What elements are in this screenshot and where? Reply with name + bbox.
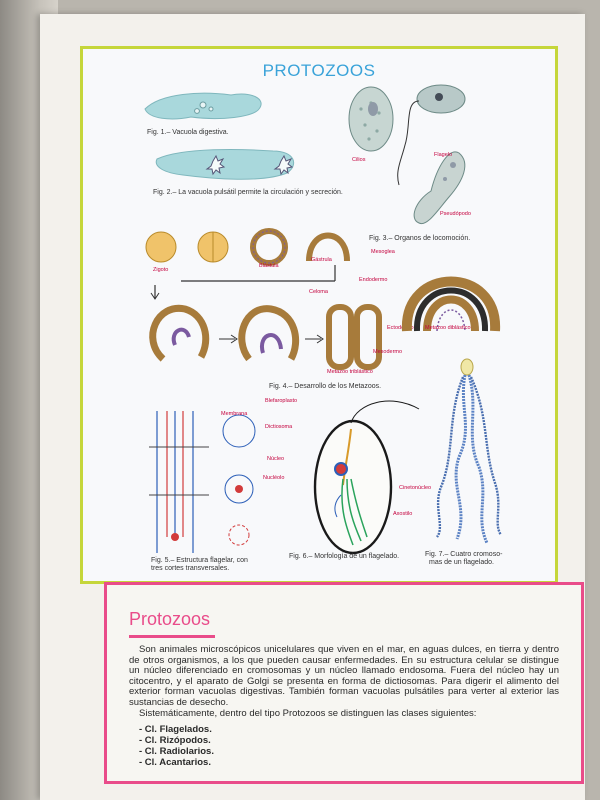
label-metazoo-diblastico: Metazoo diblástico — [425, 325, 471, 331]
fig1-caption: Fig. 1.– Vacuola digestiva. — [147, 129, 229, 136]
fig2-pulsating-vacuole-illustration — [155, 148, 295, 180]
fig4-diblastic-metazoan — [401, 276, 501, 332]
classes-list: - Cl. Flagelados. - Cl. Rizópodos. - Cl.… — [139, 724, 214, 768]
article-title: Protozoos — [129, 609, 211, 629]
illustration-panel: PROTOZOOS Fig. 1.– Vacuola digestiva. Fi… — [80, 46, 558, 584]
label-cinetonucleo: Cinetonúcleo — [399, 485, 432, 491]
panel-title: PROTOZOOS — [262, 61, 376, 80]
fig7-caption-line1: Fig. 7.– Cuatro cromoso- — [425, 551, 503, 558]
fig7-chromosomes-illustration — [435, 358, 503, 544]
label-membrana: Membrana — [221, 411, 248, 417]
fig4-caption: Fig. 4.– Desarrollo de los Metazoos. — [269, 383, 382, 390]
label-nucleolo: Nucléolo — [263, 475, 285, 481]
label-axostilo: Axostilo — [393, 511, 413, 517]
fig1-digestive-vacuole-illustration — [144, 92, 262, 120]
fig7-caption-line2: mas de un flagelado. — [429, 559, 494, 566]
fig4-metazoa-development-illustration — [145, 228, 350, 282]
fig5-flagellar-structure-illustration — [149, 411, 256, 553]
fig4-gastrulation-sequence — [149, 285, 382, 370]
title-underline — [129, 635, 215, 638]
fig2-caption: Fig. 2.– La vacuola pulsátil permite la … — [153, 189, 343, 196]
label-ectodermo: Ectodermo — [387, 325, 414, 331]
label-zigoto: Zigoto — [153, 267, 169, 273]
label-metazoo-triblastico: Metazoo triblástico — [327, 369, 373, 375]
label-endodermo: Endodermo — [359, 277, 388, 283]
list-item: - Cl. Acantarios. — [139, 757, 211, 768]
list-item: - Cl. Radiolarios. — [139, 746, 214, 757]
paragraph-2: Sistemáticamente, dentro del tipo Protoz… — [139, 707, 477, 719]
label-blastula: Blástula — [259, 263, 279, 269]
label-gastrula: Gástrula — [311, 257, 332, 263]
label-seudopodo: Pseudópodo — [440, 211, 471, 217]
fig5-caption-line1: Fig. 5.– Estructura flagelar, con — [151, 557, 248, 564]
fig5-caption-line2: tres cortes transversales. — [151, 565, 230, 572]
label-mesoglea: Mesoglea — [371, 249, 395, 255]
paragraph-1: Son animales microscópicos unicelulares … — [129, 644, 559, 708]
list-item: - Cl. Flagelados. — [139, 724, 212, 735]
text-panel: Protozoos Son animales microscópicos uni… — [104, 582, 584, 784]
fig6-flagellate-morphology-illustration — [313, 400, 420, 555]
label-mesodermo: Mesodermo — [373, 349, 403, 355]
label-cilios: Cilios — [352, 157, 366, 163]
article-body: Son animales microscópicos unicelulares … — [129, 644, 559, 719]
label-flagelo: Flagelo — [434, 152, 453, 158]
label-dictiosoma: Dictiosoma — [265, 424, 293, 430]
list-item: - Cl. Rizópodos. — [139, 735, 211, 746]
fig3-caption: Fig. 3.– Organos de locomoción. — [369, 235, 471, 242]
label-nucleo: Núcleo — [267, 456, 285, 462]
fig6-caption: Fig. 6.– Morfología de un flagelado. — [289, 553, 400, 560]
fig3-locomotion-illustration — [348, 84, 466, 225]
label-blefaroplasto: Blefaroplasto — [265, 398, 298, 404]
label-celoma: Celoma — [309, 289, 328, 295]
